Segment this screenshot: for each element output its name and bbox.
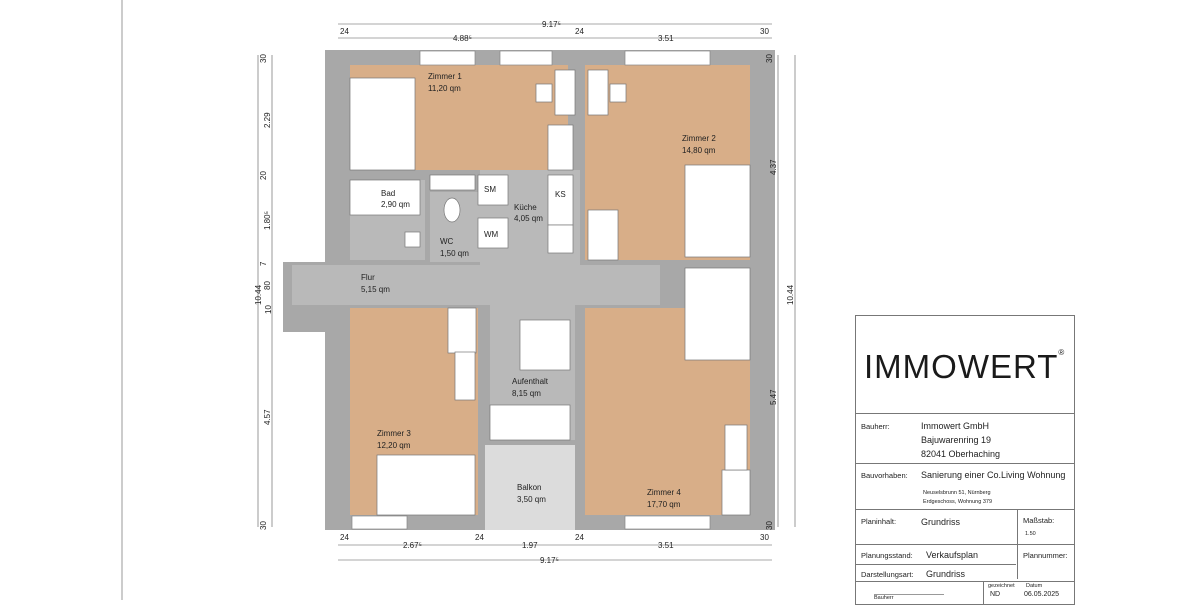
room-name: Aufenthalt xyxy=(512,377,549,386)
divider xyxy=(1017,509,1018,579)
room-area: 3,50 qm xyxy=(517,495,546,504)
room-area: 11,20 qm xyxy=(428,84,461,93)
dim-right: 30 xyxy=(765,521,774,530)
planungsstand-label: Planungsstand: xyxy=(861,551,913,560)
massstab-label: Maßstab: xyxy=(1023,516,1055,525)
dim-left: 30 xyxy=(259,54,268,63)
darstellungsart: Grundriss xyxy=(926,569,966,579)
bauvorhaben: Sanierung einer Co.Living Wohnung xyxy=(921,470,1066,480)
room-name: Zimmer 1 xyxy=(428,72,462,81)
bauherr-label: Bauherr: xyxy=(861,422,890,431)
dim-left-total: 10.44 xyxy=(254,284,263,305)
immowert-logo: IMMOWERT® xyxy=(864,348,1066,385)
dim-right: 5.47 xyxy=(769,389,778,405)
room-area: 2,90 qm xyxy=(381,200,410,209)
plannummer-label: Plannummer: xyxy=(1023,551,1068,560)
dim-bottom-total: 9.17⁵ xyxy=(540,556,559,565)
floor-flur xyxy=(292,265,660,305)
room-area: 8,15 qm xyxy=(512,389,541,398)
gezeichnet-label: gezeichnet xyxy=(988,583,1015,589)
dim-top-total: 9.17⁵ xyxy=(542,20,561,29)
floor-balkon xyxy=(485,445,575,530)
dim-left: 10 xyxy=(264,305,273,314)
dim-left: 30 xyxy=(259,521,268,530)
dim-bottom: 24 xyxy=(575,533,584,542)
dim-bottom: 1.97 xyxy=(522,541,538,550)
dim-left: 1.80⁵ xyxy=(263,211,272,230)
room-area: 14,80 qm xyxy=(682,146,716,155)
dim-bottom: 3.51 xyxy=(658,541,674,550)
dim-left: 4.57 xyxy=(263,409,272,425)
windows xyxy=(351,50,711,530)
bauvorhaben-label: Bauvorhaben: xyxy=(861,471,908,480)
dim-bottom: 24 xyxy=(340,533,349,542)
datum-label: Datum xyxy=(1026,583,1043,589)
appliance-ks: KS xyxy=(555,190,566,199)
bauherr-name: Immowert GmbH xyxy=(921,421,990,431)
room-name: WC xyxy=(440,237,454,246)
dim-top: 24 xyxy=(340,27,349,36)
appliance-wm: WM xyxy=(484,230,499,239)
room-name: Küche xyxy=(514,203,537,212)
title-block: IMMOWERT® Bauherr: Immowert GmbH Bajuwar… xyxy=(855,315,1075,605)
address-line: Erdgeschoss, Wohnung 379 xyxy=(923,499,992,505)
dim-left: 80 xyxy=(263,281,272,290)
massstab: 1.50 xyxy=(1025,531,1036,537)
dim-right-total: 10.44 xyxy=(786,284,795,305)
datum: 06.05.2025 xyxy=(1024,591,1060,598)
dimension-lines xyxy=(257,23,796,561)
planinhalt-label: Planinhalt: xyxy=(861,517,897,526)
dim-bottom: 30 xyxy=(760,533,769,542)
planinhalt: Grundriss xyxy=(921,517,961,527)
room-area: 4,05 qm xyxy=(514,214,543,223)
gezeichnet: ND xyxy=(990,591,1001,598)
darstellungsart-label: Darstellungsart: xyxy=(861,570,914,579)
room-name: Zimmer 4 xyxy=(647,488,681,497)
room-name: Balkon xyxy=(517,483,541,492)
appliance-sm: SM xyxy=(484,185,496,194)
room-name: Zimmer 2 xyxy=(682,134,716,143)
furniture xyxy=(349,69,751,516)
planungsstand: Verkaufsplan xyxy=(926,550,979,560)
dim-top: 4.88⁵ xyxy=(453,34,472,43)
room-name: Bad xyxy=(381,189,395,198)
dim-left: 2.29 xyxy=(263,112,272,128)
room-area: 17,70 qm xyxy=(647,500,681,509)
dim-left: 20 xyxy=(259,171,268,180)
dim-bottom: 2.67⁵ xyxy=(403,541,422,550)
bauherr-city: 82041 Oberhaching xyxy=(921,449,1001,459)
room-area: 1,50 qm xyxy=(440,249,469,258)
room-area: 12,20 qm xyxy=(377,441,411,450)
bauherr-street: Bajuwarenring 19 xyxy=(921,435,992,445)
room-name: Zimmer 3 xyxy=(377,429,411,438)
dim-top: 30 xyxy=(760,27,769,36)
dim-top: 24 xyxy=(575,27,584,36)
dim-right: 4.37 xyxy=(769,159,778,175)
divider xyxy=(983,581,984,604)
signature-label: Bauherr xyxy=(874,594,944,601)
dim-right: 30 xyxy=(765,54,774,63)
dim-top: 3.51 xyxy=(658,34,674,43)
room-area: 5,15 qm xyxy=(361,285,390,294)
dim-bottom: 24 xyxy=(475,533,484,542)
address-line: Neuselsbrunn 51, Nürnberg xyxy=(923,490,991,496)
dim-left: 7 xyxy=(259,261,268,266)
room-name: Flur xyxy=(361,273,375,282)
